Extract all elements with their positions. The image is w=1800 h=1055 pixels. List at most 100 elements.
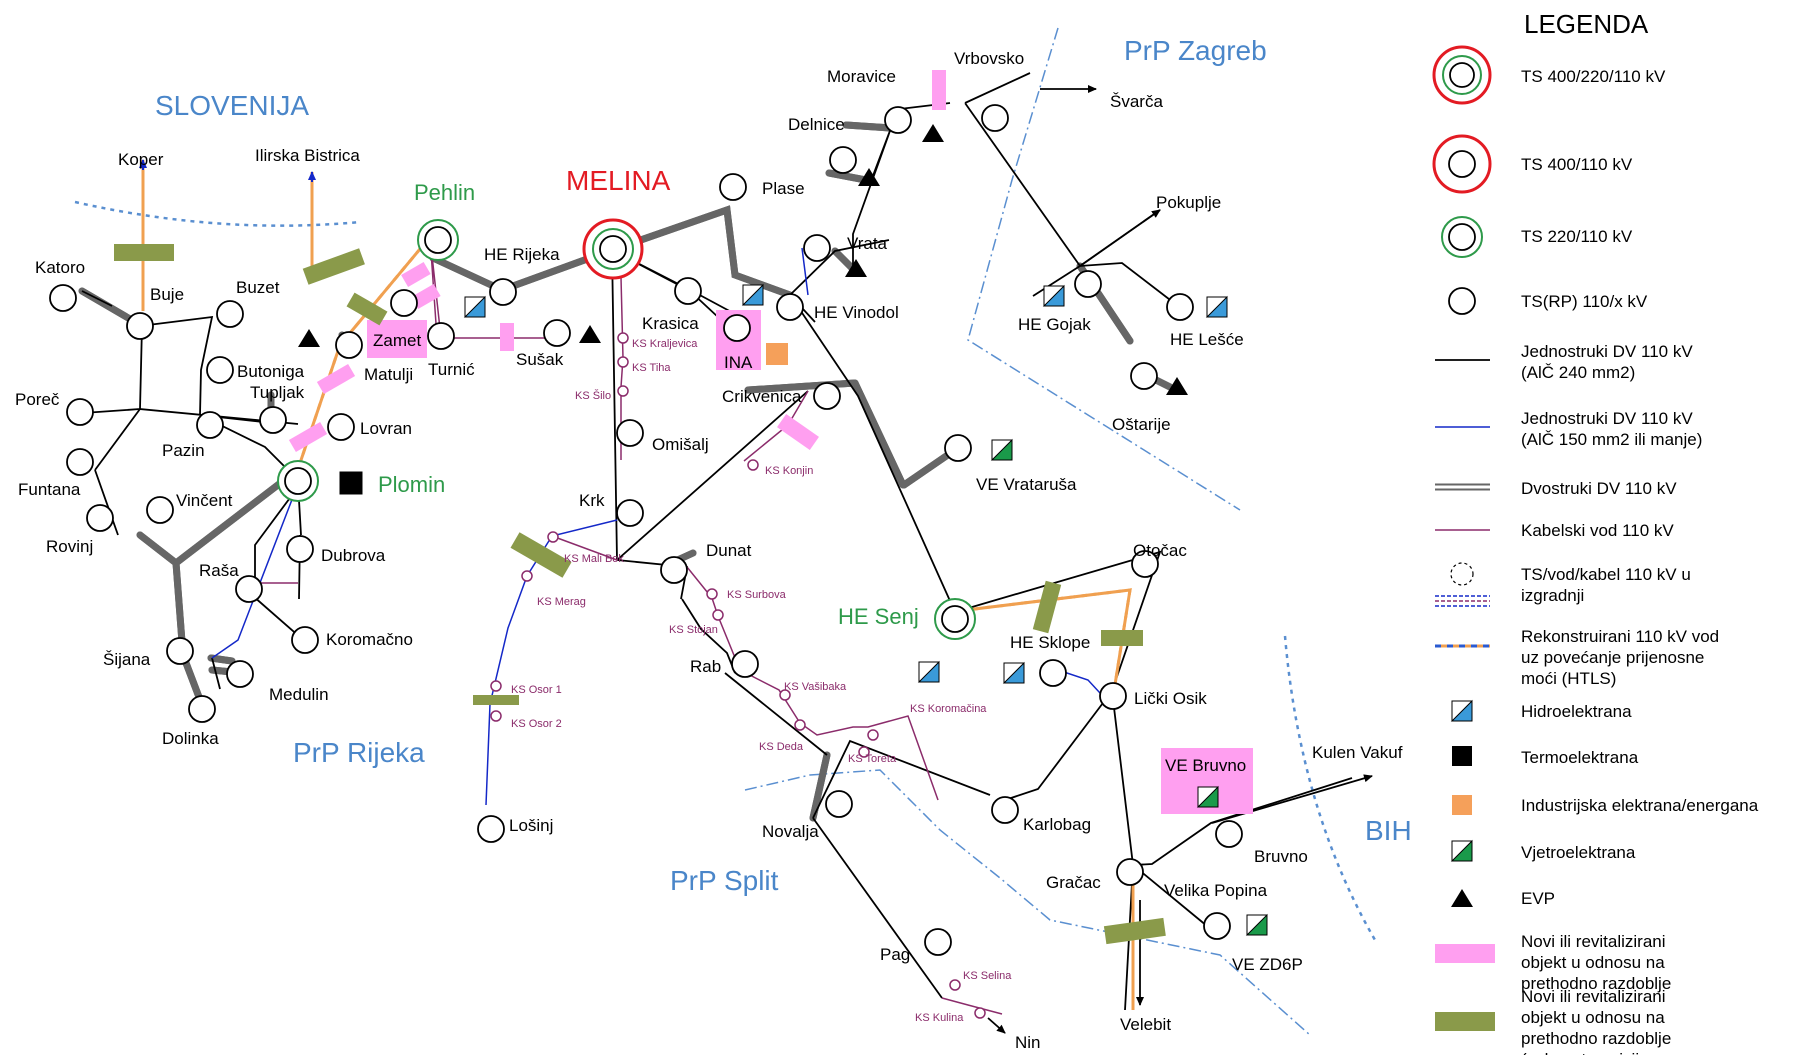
label-novalja: Novalja — [762, 822, 819, 841]
node-dolinka — [188, 695, 216, 723]
label-ks-osor-1: KS Osor 1 — [511, 684, 562, 696]
region-slovenija: SLOVENIJA — [155, 90, 309, 121]
label-rab: Rab — [690, 657, 721, 676]
ks-labels: KS Kraljevica KS Tiha KS Šilo KS Konjin … — [511, 338, 1012, 1024]
svg-text:Jednostruki DV 110 kV(AlČ 150: Jednostruki DV 110 kV(AlČ 150 mm2 ili ma… — [1521, 409, 1702, 449]
node-losinj — [477, 815, 505, 843]
label-ks-selina: KS Selina — [963, 970, 1012, 982]
node-matulji — [335, 331, 363, 359]
node-plomin — [277, 460, 319, 502]
label-dubrova: Dubrova — [321, 546, 386, 565]
label-delnice: Delnice — [788, 115, 845, 134]
label-ve-vratarusa: VE Vrataruša — [976, 475, 1077, 494]
node-buzet — [216, 300, 244, 328]
label-ina: INA — [724, 353, 753, 372]
label-ks-tiha: KS Tiha — [632, 362, 671, 374]
node-he-sklope — [1039, 659, 1067, 687]
node-turnic — [427, 322, 455, 350]
label-omisalj: Omišalj — [652, 435, 709, 454]
label-ks-vasibaka: KS Vašibaka — [784, 681, 847, 693]
industrial-plant-ina — [766, 343, 788, 365]
node-buje — [126, 312, 154, 340]
node-bruvno — [1215, 820, 1243, 848]
node-rasa — [235, 575, 263, 603]
label-koper: Koper — [118, 150, 164, 169]
label-tupljak: Tupljak — [250, 383, 305, 402]
legend-text-continuation: (zelena tranzicija, — [1521, 1050, 1653, 1055]
htls-lines — [141, 158, 1135, 1012]
node-pag — [924, 928, 952, 956]
label-turnic: Turnić — [428, 360, 475, 379]
region-labels: SLOVENIJA PrP Zagreb PrP Rijeka PrP Spli… — [155, 35, 1412, 896]
label-ilirska-bistrica: Ilirska Bistrica — [255, 146, 360, 165]
node-koromacno — [291, 626, 319, 654]
label-ks-merag: KS Merag — [537, 596, 586, 608]
node-zamet — [390, 289, 418, 317]
label-pazin: Pazin — [162, 441, 205, 460]
label-plase: Plase — [762, 179, 805, 198]
label-ve-bruvno: VE Bruvno — [1165, 756, 1246, 775]
blue-lines — [211, 247, 1101, 806]
green-transition-markers — [114, 244, 1166, 945]
node-licki-osik — [1099, 682, 1127, 710]
legend-symbol-ts400 — [1432, 134, 1492, 194]
region-prp-rijeka: PrP Rijeka — [293, 737, 425, 768]
label-velebit: Velebit — [1120, 1015, 1171, 1034]
label-he-senj: HE Senj — [838, 604, 919, 629]
svg-text:TS 400/220/110 kV: TS 400/220/110 kV — [1521, 67, 1666, 86]
legend-symbol-construction — [1435, 562, 1490, 607]
region-prp-split: PrP Split — [670, 865, 779, 896]
label-gracac: Gračac — [1046, 873, 1101, 892]
label-vrata: Vrata — [847, 234, 888, 253]
label-pokuplje: Pokuplje — [1156, 193, 1221, 212]
node-funtana — [66, 448, 94, 476]
label-pehlin: Pehlin — [414, 180, 475, 205]
label-ks-kulina: KS Kulina — [915, 1012, 964, 1024]
label-plomin: Plomin — [378, 472, 445, 497]
legend-text-continuation: uz povećanje prijenosne — [1521, 648, 1704, 667]
node-porec — [66, 398, 94, 426]
label-ks-konjin: KS Konjin — [765, 465, 813, 477]
legend: LEGENDA TS 400/220/110 kV TS 400/110 kV … — [1432, 9, 1759, 1055]
legend-text-continuation: prethodno razdoblje — [1521, 1029, 1671, 1048]
label-ks-kraljevica: KS Kraljevica — [632, 338, 698, 350]
label-ks-toreta: KS Toreta — [848, 753, 897, 765]
node-vrbovsko — [981, 104, 1009, 132]
node-otocac — [1131, 550, 1159, 578]
region-bih: BIH — [1365, 815, 1412, 846]
node-dubrova — [286, 535, 314, 563]
label-rovinj: Rovinj — [46, 537, 93, 556]
region-borders — [74, 200, 1377, 941]
svg-text:Jednostruki DV 110 kV(AlČ 240: Jednostruki DV 110 kV(AlČ 240 mm2) — [1521, 342, 1693, 382]
station-nodes — [49, 104, 1243, 956]
external-arrows — [987, 85, 1373, 1034]
node-melina — [582, 218, 644, 280]
label-buzet: Buzet — [236, 278, 280, 297]
legend-symbol-green-transition — [1435, 1012, 1495, 1031]
label-losinj: Lošinj — [509, 816, 553, 835]
node-he-lesce — [1166, 293, 1194, 321]
label-he-lesce: HE Lešće — [1170, 330, 1244, 349]
label-porec: Poreč — [15, 390, 60, 409]
label-ks-silo: KS Šilo — [575, 389, 611, 402]
label-moravice: Moravice — [827, 67, 896, 86]
node-plase — [719, 173, 747, 201]
node-pazin — [196, 411, 224, 439]
legend-text-continuation: prethodno razdoblje — [1521, 974, 1671, 993]
legend-text-continuation: (AlČ 150 mm2 ili manje) — [1521, 430, 1702, 449]
region-prp-zagreb: PrP Zagreb — [1124, 35, 1267, 66]
label-ks-osor-2: KS Osor 2 — [511, 718, 562, 730]
node-dunat — [660, 556, 688, 584]
label-he-sklope: HE Sklope — [1010, 633, 1090, 652]
label-butoniga: Butoniga — [237, 362, 305, 381]
legend-symbol-ts400-220 — [1432, 45, 1492, 105]
label-ks-mali-bok: KS Mali Bok — [564, 553, 624, 565]
legend-symbol-evp — [1451, 889, 1473, 907]
prp-borders — [744, 27, 1311, 1036]
node-vincent — [146, 496, 174, 524]
label-vrbovsko: Vrbovsko — [954, 49, 1024, 68]
label-krasica: Krasica — [642, 314, 699, 333]
label-dunat: Dunat — [706, 541, 752, 560]
